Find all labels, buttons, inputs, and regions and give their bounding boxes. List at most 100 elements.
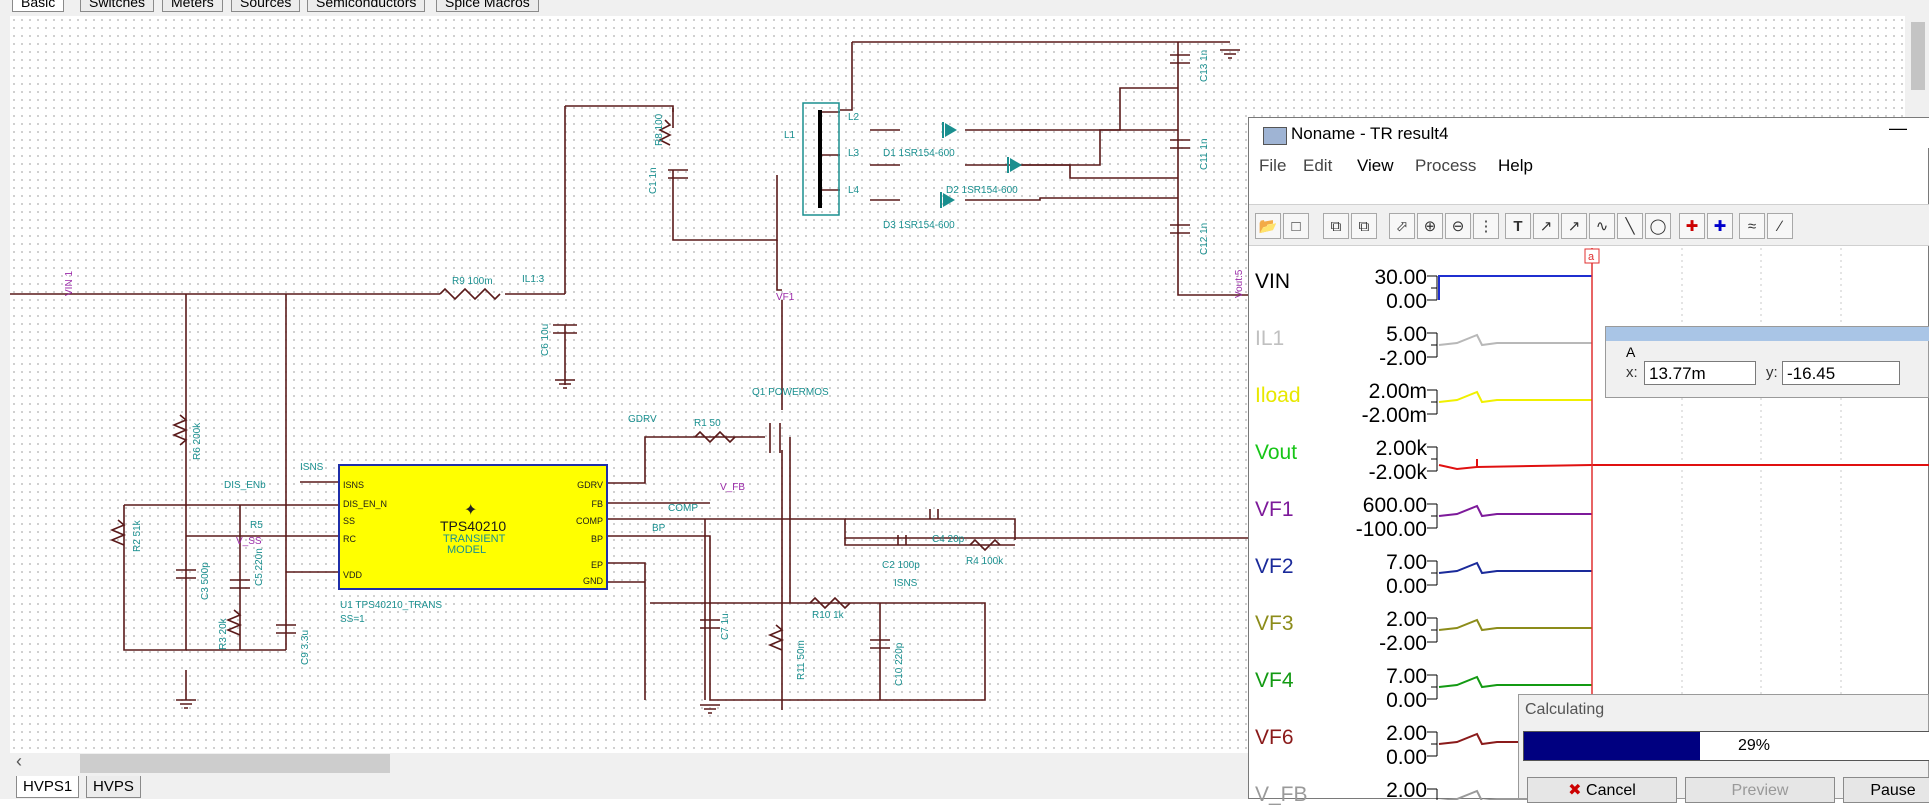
svg-text:D2 1SR154-600: D2 1SR154-600	[946, 185, 1018, 196]
cancel-button[interactable]: ✖ Cancel	[1527, 777, 1677, 803]
curve-icon[interactable]: ∿	[1589, 213, 1615, 239]
horizontal-scrollbar[interactable]: ‹	[0, 751, 1250, 775]
y-axis-value: 5.00	[1386, 323, 1427, 346]
svg-text:C6 10u: C6 10u	[540, 324, 551, 356]
tab-semiconductors[interactable]: Semiconductors	[307, 0, 426, 12]
cancel-x-icon: ✖	[1568, 782, 1582, 799]
cursor-b-icon[interactable]: ✚	[1707, 213, 1733, 239]
svg-text:R11 50m: R11 50m	[796, 640, 807, 680]
signal-name-vin[interactable]: VIN	[1255, 270, 1291, 293]
svg-text:C10 220p: C10 220p	[894, 642, 905, 686]
signal-axis	[1427, 674, 1438, 700]
extra-icon[interactable]: ∕	[1767, 213, 1793, 239]
circle-icon[interactable]: ◯	[1645, 213, 1671, 239]
signal-name-vf2[interactable]: VF2	[1255, 555, 1294, 578]
tab-hvps1[interactable]: HVPS1	[16, 776, 80, 798]
zoom-100-icon[interactable]: ⊖	[1445, 213, 1471, 239]
signal-axis	[1427, 503, 1438, 529]
signal-trace	[1438, 618, 1592, 632]
tab-sources[interactable]: Sources	[231, 0, 301, 12]
signal-name-vf4[interactable]: VF4	[1255, 669, 1294, 692]
vertical-scroll-thumb[interactable]	[1911, 22, 1925, 90]
signal-trace	[1438, 275, 1592, 300]
svg-text:COMP: COMP	[668, 503, 698, 514]
tab-basic[interactable]: Basic	[12, 0, 65, 12]
tr-result-window[interactable]: Noname - TR result4 — File Edit View Pro…	[1248, 117, 1929, 806]
open-icon[interactable]: 📂	[1255, 213, 1281, 239]
tab-meters[interactable]: Meters	[162, 0, 223, 12]
annotate-icon[interactable]: ↗	[1533, 213, 1559, 239]
signal-trace	[1438, 390, 1592, 404]
calculating-dialog[interactable]: Calculating 29% ✖ Cancel Preview Pause	[1518, 694, 1929, 803]
menu-file[interactable]: File	[1259, 156, 1287, 175]
svg-text:IL1:3: IL1:3	[522, 274, 545, 285]
scroll-left-arrow-icon[interactable]: ‹	[16, 751, 22, 771]
svg-text:BP: BP	[652, 523, 666, 534]
svg-text:R5: R5	[250, 520, 263, 531]
svg-text:V_FB: V_FB	[720, 482, 745, 493]
pin-vdd: VDD	[343, 570, 363, 580]
app-icon	[1263, 127, 1287, 145]
menu-process[interactable]: Process	[1415, 156, 1477, 175]
svg-text:C2 100p: C2 100p	[882, 560, 920, 571]
ti-logo-icon: ✦	[464, 502, 478, 519]
preview-button[interactable]: Preview	[1685, 777, 1835, 803]
horizontal-scroll-thumb[interactable]	[80, 754, 390, 773]
minimize-button[interactable]: —	[1889, 118, 1907, 138]
signal-name-vf3[interactable]: VF3	[1255, 612, 1294, 635]
svg-text:Vout:5: Vout:5	[1234, 269, 1245, 298]
signal-name-vout[interactable]: Vout	[1255, 441, 1298, 464]
svg-text:D3 1SR154-600: D3 1SR154-600	[883, 220, 955, 231]
tab-switches[interactable]: Switches	[80, 0, 155, 12]
annotate2-icon[interactable]: ↗	[1561, 213, 1587, 239]
menu-edit[interactable]: Edit	[1303, 156, 1333, 175]
y-axis-value: -2.00	[1379, 347, 1427, 370]
waveform-icon[interactable]: ≈	[1739, 213, 1765, 239]
svg-text:R10 1k: R10 1k	[812, 610, 845, 621]
signal-name-iload[interactable]: Iload	[1255, 384, 1301, 407]
svg-text:R9 100m: R9 100m	[452, 276, 493, 287]
pin-rc: RC	[343, 534, 356, 544]
window-titlebar[interactable]: Noname - TR result4 —	[1249, 118, 1929, 148]
svg-text:R8 100: R8 100	[654, 113, 665, 146]
pin-comp: COMP	[576, 516, 603, 526]
tab-hvps[interactable]: HVPS	[86, 776, 141, 798]
line-icon[interactable]: ╲	[1617, 213, 1643, 239]
svg-text:ISNS: ISNS	[300, 462, 324, 473]
diode-symbols	[943, 123, 1022, 207]
signal-name-vf6[interactable]: VF6	[1255, 726, 1294, 749]
svg-text:C3 500p: C3 500p	[200, 562, 211, 600]
select-pointer-icon[interactable]: ⬀	[1389, 213, 1415, 239]
pause-button[interactable]: Pause	[1843, 777, 1929, 803]
text-icon[interactable]: T	[1505, 213, 1531, 239]
schematic-components	[109, 49, 1240, 714]
tps40210-ic-block[interactable]: ISNS DIS_EN_N SS RC VDD GDRV FB COMP BP …	[338, 464, 608, 590]
svg-text:C12 1n: C12 1n	[1199, 223, 1210, 255]
signal-name-il1[interactable]: IL1	[1255, 327, 1285, 350]
y-value-field[interactable]: -16.45	[1782, 361, 1900, 385]
x-value-field[interactable]: 13.77m	[1644, 361, 1756, 385]
tab-spice-macros[interactable]: Spice Macros	[436, 0, 539, 12]
zoom-in-icon[interactable]: ⊕	[1417, 213, 1443, 239]
cursor-a-icon[interactable]: ✚	[1679, 213, 1705, 239]
grid-icon[interactable]: ⋮	[1473, 213, 1499, 239]
menu-help[interactable]: Help	[1498, 156, 1533, 175]
paste-icon[interactable]: ⧉	[1351, 213, 1377, 239]
signal-trace	[1438, 504, 1592, 518]
cursor-a-marker	[1584, 248, 1600, 264]
y-axis-value: -2.00k	[1368, 461, 1427, 484]
signal-name-v_fb[interactable]: V_FB	[1255, 783, 1308, 806]
signal-name-vf1[interactable]: VF1	[1255, 498, 1294, 521]
save-icon[interactable]: □	[1283, 213, 1309, 239]
pin-gnd: GND	[583, 576, 603, 586]
signal-axis	[1427, 731, 1438, 757]
ic-subtitle-line1: TRANSIENT	[443, 533, 506, 545]
svg-text:R4 100k: R4 100k	[966, 556, 1004, 567]
svg-text:DIS_ENb: DIS_ENb	[224, 480, 266, 491]
cursor-readout-popup[interactable]: A x: 13.77m y: -16.45	[1605, 326, 1929, 398]
y-axis-value: -100.00	[1355, 518, 1427, 541]
popup-titlebar[interactable]	[1606, 327, 1929, 341]
copy-icon[interactable]: ⧉	[1323, 213, 1349, 239]
menu-view[interactable]: View	[1357, 156, 1394, 175]
